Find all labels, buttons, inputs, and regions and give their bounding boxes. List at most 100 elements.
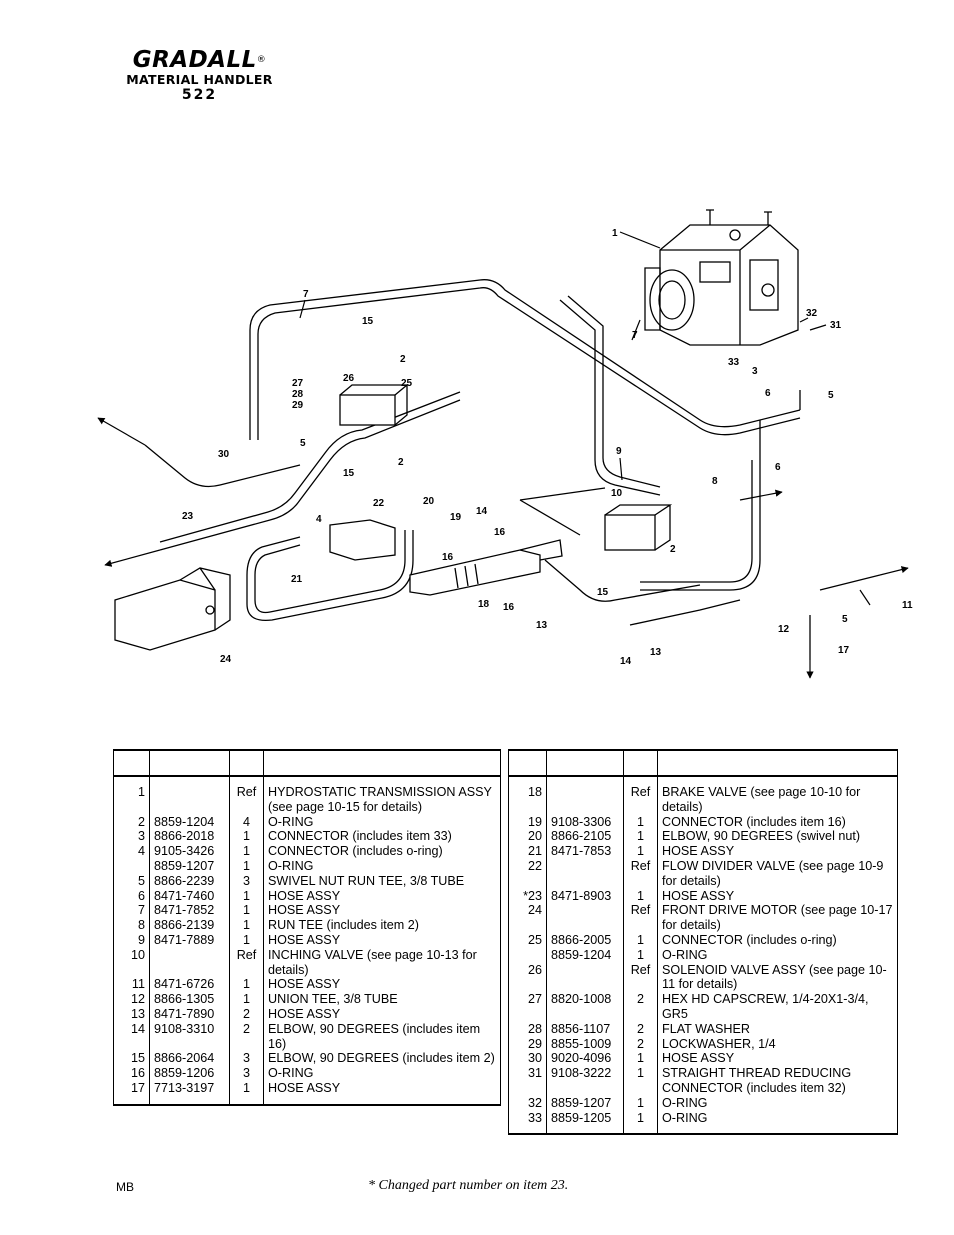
- svg-text:9: 9: [616, 446, 622, 457]
- description: STRAIGHT THREAD REDUCING CONNECTOR (incl…: [657, 1066, 898, 1096]
- logo-brand: GRADALL®: [132, 47, 267, 73]
- description: O-RING: [263, 814, 501, 830]
- part-number: 8859-1207: [149, 858, 230, 874]
- item-number: 21: [508, 844, 547, 859]
- quantity: 1: [623, 814, 658, 830]
- description: CONNECTOR (includes o-ring): [657, 932, 898, 948]
- svg-text:10: 10: [611, 488, 623, 499]
- part-number: 8866-2064: [149, 1051, 230, 1067]
- item-number: 16: [113, 1066, 150, 1081]
- part-number: [546, 858, 624, 889]
- item-number: 7: [113, 903, 150, 919]
- part-number: 8471-7853: [546, 844, 624, 859]
- item-number: 28: [508, 1021, 547, 1037]
- item-number: 15: [113, 1051, 150, 1067]
- hydraulic-diagram: 1 2 2 2 3 4 5 5 5 6 6 7 7 8 9 10 11 12 1…: [97, 209, 913, 679]
- part-number: 8866-2005: [546, 932, 624, 948]
- part-number: 8866-2018: [149, 829, 230, 845]
- svg-text:14: 14: [620, 656, 632, 667]
- svg-text:7: 7: [303, 289, 309, 300]
- description: FLAT WASHER: [657, 1021, 898, 1037]
- part-number: 8859-1207: [546, 1095, 624, 1111]
- description: O-RING: [657, 1095, 898, 1111]
- description: HOSE ASSY: [657, 844, 898, 859]
- part-number: 8866-2105: [546, 829, 624, 845]
- quantity: Ref: [229, 947, 264, 978]
- svg-text:33: 33: [728, 357, 740, 368]
- description: ELBOW, 90 DEGREES (swivel nut): [657, 829, 898, 845]
- quantity: 1: [229, 888, 264, 904]
- item-number: 24: [508, 903, 547, 933]
- description: CONNECTOR (includes item 16): [657, 814, 898, 830]
- logo-model-number: 522: [181, 87, 218, 103]
- quantity: 3: [229, 873, 264, 889]
- svg-text:17: 17: [838, 645, 850, 656]
- svg-text:16: 16: [494, 527, 506, 538]
- part-number: 8856-1107: [546, 1021, 624, 1037]
- diagram-callouts: 1 2 2 2 3 4 5 5 5 6 6 7 7 8 9 10 11 12 1…: [182, 228, 913, 667]
- description: RUN TEE (includes item 2): [263, 918, 501, 933]
- quantity: 1: [623, 1066, 658, 1096]
- part-number: 9020-4096: [546, 1051, 624, 1067]
- part-number: 8471-7889: [149, 932, 230, 948]
- item-number: 9: [113, 932, 150, 948]
- item-number: 11: [113, 977, 150, 993]
- quantity: 1: [623, 1051, 658, 1067]
- item-number: 2: [113, 814, 150, 830]
- description: CONNECTOR (includes o-ring): [263, 844, 501, 859]
- gradall-logo: GRADALL® MATERIAL HANDLER 522: [112, 48, 287, 103]
- svg-text:27: 27: [292, 378, 304, 389]
- svg-text:20: 20: [423, 496, 435, 507]
- description: FRONT DRIVE MOTOR (see page 10-17 for de…: [657, 903, 898, 933]
- item-number: [508, 947, 547, 963]
- quantity: 1: [229, 932, 264, 948]
- quantity: 1: [229, 829, 264, 845]
- svg-text:28: 28: [292, 389, 304, 400]
- description: O-RING: [263, 1066, 501, 1081]
- quantity: 3: [229, 1066, 264, 1081]
- item-number: 18: [508, 776, 547, 815]
- item-number: 3: [113, 829, 150, 845]
- svg-text:8: 8: [712, 476, 718, 487]
- quantity: 2: [229, 1021, 264, 1052]
- item-number: 17: [113, 1080, 150, 1106]
- item-number: 30: [508, 1051, 547, 1067]
- part-number: [149, 947, 230, 978]
- svg-text:11: 11: [902, 600, 913, 611]
- part-number: 8859-1204: [546, 947, 624, 963]
- svg-text:15: 15: [343, 468, 355, 479]
- svg-text:5: 5: [828, 390, 834, 401]
- quantity: 1: [623, 1110, 658, 1136]
- description: LOCKWASHER, 1/4: [657, 1036, 898, 1052]
- item-number: 26: [508, 962, 547, 993]
- svg-text:32: 32: [806, 308, 818, 319]
- part-number: 8471-7460: [149, 888, 230, 904]
- part-number: [546, 903, 624, 933]
- description: SWIVEL NUT RUN TEE, 3/8 TUBE: [263, 873, 501, 889]
- item-number: [113, 858, 150, 874]
- part-number: 9108-3306: [546, 814, 624, 830]
- svg-text:14: 14: [476, 506, 488, 517]
- description: HOSE ASSY: [657, 888, 898, 904]
- svg-text:2: 2: [400, 354, 406, 365]
- svg-text:16: 16: [442, 552, 454, 563]
- quantity: 1: [623, 932, 658, 948]
- svg-text:29: 29: [292, 400, 304, 411]
- quantity: 1: [229, 977, 264, 993]
- description: O-RING: [657, 1110, 898, 1136]
